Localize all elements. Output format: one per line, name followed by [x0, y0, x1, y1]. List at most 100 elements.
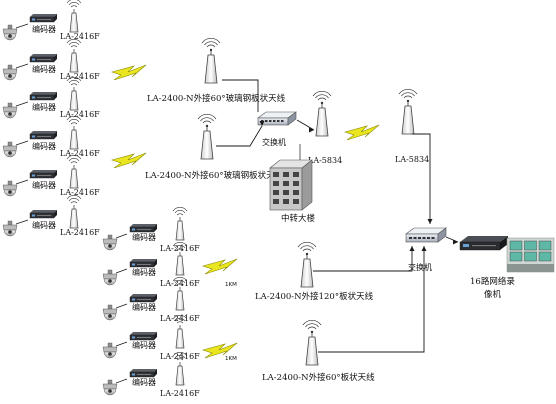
antenna-label: LA-2400-N外接60°玻璃钢板状天线 — [145, 170, 284, 181]
client-device-label: LA-2416F — [160, 352, 200, 361]
camera-link-line — [15, 140, 29, 146]
bridge-to-switch-line — [412, 133, 431, 224]
client-device-label: LA-2416F — [60, 149, 100, 158]
arrow-head — [259, 121, 265, 126]
camera-icon — [102, 342, 118, 359]
client-device-label: LA-2416F — [160, 389, 200, 398]
camera-link-line — [15, 179, 29, 185]
camera-icon — [2, 24, 18, 41]
client-antenna-icon — [66, 76, 82, 111]
encoder-icon — [29, 91, 58, 101]
monitor-wall-image — [506, 237, 555, 273]
camera-link-line — [115, 233, 128, 239]
camera-icon — [2, 220, 18, 237]
camera-link-line — [15, 23, 29, 29]
encoder-label: 编码器 — [132, 267, 156, 277]
encoder-icon — [129, 331, 158, 341]
camera-icon — [102, 234, 118, 251]
camera-icon — [2, 102, 18, 119]
antenna-to-switch-line — [222, 79, 259, 112]
encoder-label: 编码器 — [32, 102, 56, 112]
encoder-icon — [29, 130, 58, 140]
camera-icon — [2, 64, 18, 81]
wireless-link-icon — [111, 64, 147, 81]
camera-icon — [2, 180, 18, 197]
encoder-icon — [129, 223, 158, 233]
camera-icon — [102, 304, 118, 321]
relay-building-icon — [269, 159, 313, 211]
client-device-label: LA-2416F — [60, 110, 100, 119]
client-device-label: LA-2416F — [60, 72, 100, 81]
encoder-icon — [29, 209, 58, 219]
panel-antenna-icon — [302, 319, 322, 366]
encoder-icon — [29, 53, 58, 63]
client-antenna-icon — [66, 0, 82, 33]
camera-link-line — [15, 63, 29, 69]
antenna-to-switch-line — [216, 125, 263, 147]
camera-icon — [2, 141, 18, 158]
encoder-label: 编码器 — [32, 24, 56, 34]
camera-link-line — [115, 341, 128, 347]
distance-label: 1KM — [225, 282, 237, 288]
antenna-label: LA-2400-N外接60°板状天线 — [262, 372, 375, 383]
camera-link-line — [15, 219, 29, 225]
switch-label: 交换机 — [262, 137, 286, 147]
distance-label: 1KM — [225, 356, 237, 362]
bridge-antenna-icon — [312, 90, 332, 137]
camera-icon — [102, 269, 118, 286]
panel-antenna-icon — [297, 241, 317, 288]
switch-to-la5834-line — [296, 119, 315, 131]
client-antenna-icon — [66, 154, 82, 189]
bridge-antenna-icon — [398, 88, 418, 135]
antenna-label: LA-2400-N外接60°玻璃钢板状天线 — [147, 93, 286, 104]
nvr-recorder-icon — [459, 236, 508, 251]
encoder-icon — [129, 293, 158, 303]
switch-icon — [405, 227, 447, 243]
encoder-icon — [29, 13, 58, 23]
client-antenna-icon — [172, 206, 188, 241]
encoder-label: 编码器 — [32, 180, 56, 190]
encoder-label: 编码器 — [132, 340, 156, 350]
nvr-label: 像机 — [484, 289, 502, 300]
encoder-label: 编码器 — [132, 377, 156, 387]
building-label: 中转大楼 — [281, 213, 316, 224]
client-device-label: LA-2416F — [60, 188, 100, 197]
camera-link-line — [115, 268, 128, 274]
wireless-link-icon — [202, 258, 238, 275]
antenna-to-switch-line — [313, 246, 413, 272]
antenna-to-switch-line — [318, 246, 425, 353]
arrow-head — [453, 239, 458, 245]
encoder-icon — [129, 258, 158, 268]
switch-label: 交换机 — [408, 262, 432, 272]
client-device-label: LA-2416F — [60, 32, 100, 41]
arrow-head — [309, 127, 314, 133]
client-device-label: LA-2416F — [60, 228, 100, 237]
panel-antenna-icon — [201, 37, 221, 84]
client-antenna-icon — [66, 194, 82, 229]
bridge-label: LA-5834 — [395, 155, 429, 164]
switch-icon — [257, 111, 297, 126]
encoder-label: 编码器 — [32, 141, 56, 151]
bridge-label: LA-5834 — [308, 156, 342, 165]
antenna-label: LA-2400-N外接120°板状天线 — [255, 291, 374, 302]
camera-icon — [102, 379, 118, 396]
nvr-label: 16路网络录 — [470, 276, 515, 287]
encoder-label: 编码器 — [132, 302, 156, 312]
arrow-head — [427, 219, 433, 224]
encoder-label: 编码器 — [32, 64, 56, 74]
encoder-icon — [29, 169, 58, 179]
client-antenna-icon — [66, 38, 82, 73]
camera-link-line — [15, 101, 29, 107]
encoder-icon — [129, 368, 158, 378]
panel-antenna-icon — [197, 113, 217, 160]
wireless-link-icon — [111, 152, 147, 169]
arrow-head — [421, 246, 427, 251]
encoder-label: 编码器 — [132, 232, 156, 242]
client-antenna-icon — [66, 115, 82, 150]
encoder-label: 编码器 — [32, 220, 56, 230]
camera-link-line — [115, 303, 128, 309]
wireless-link-icon — [344, 124, 380, 141]
arrow-head — [409, 246, 415, 251]
